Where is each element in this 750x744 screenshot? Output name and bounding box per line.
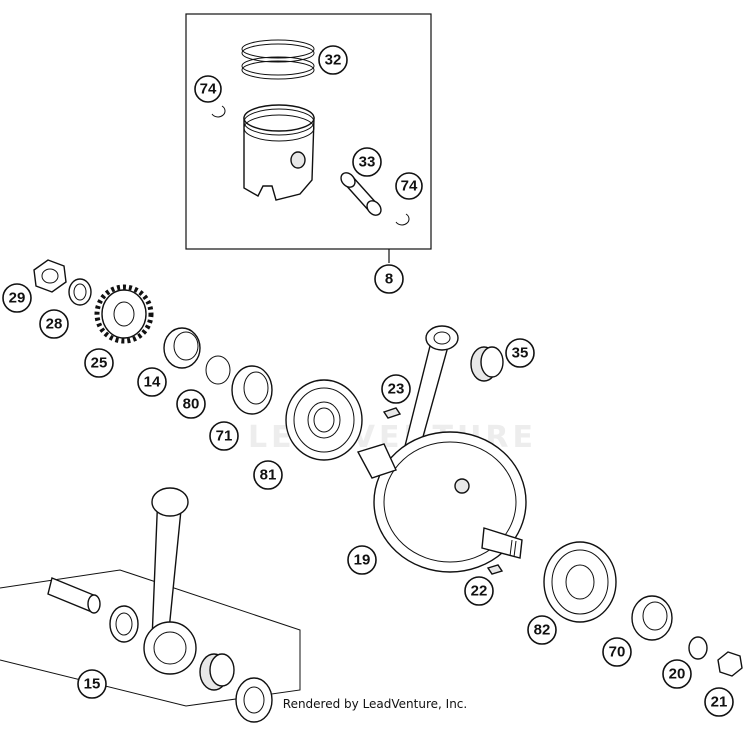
callout-80: 80 [176, 389, 206, 419]
svg-text:20: 20 [669, 666, 686, 683]
svg-text:32: 32 [325, 52, 342, 69]
piston [243, 104, 315, 201]
svg-text:15: 15 [84, 676, 101, 693]
footer-credit: Rendered by LeadVenture, Inc. [282, 697, 468, 711]
bearing-81 [285, 379, 363, 461]
svg-text:80: 80 [183, 396, 200, 413]
svg-text:19: 19 [354, 552, 371, 569]
key-22 [486, 564, 504, 575]
svg-text:74: 74 [200, 81, 217, 98]
callout-71: 71 [209, 421, 239, 451]
svg-text:14: 14 [144, 374, 161, 391]
callout-23: 23 [381, 374, 411, 404]
svg-text:25: 25 [91, 355, 108, 372]
callout-22: 22 [464, 576, 494, 606]
piston-rings [241, 39, 315, 80]
callout-74-left: 74 [194, 75, 222, 103]
seal-70 [631, 595, 673, 641]
seal-71 [231, 365, 273, 415]
svg-text:8: 8 [385, 271, 393, 288]
svg-text:33: 33 [359, 154, 376, 171]
callout-32: 32 [318, 45, 348, 75]
callout-35: 35 [505, 338, 535, 368]
svg-text:71: 71 [216, 428, 233, 445]
nut-21 [717, 651, 743, 677]
svg-text:74: 74 [401, 178, 418, 195]
svg-text:23: 23 [388, 381, 405, 398]
washer-28 [68, 278, 92, 306]
callout-21: 21 [704, 687, 734, 717]
callout-74-right: 74 [395, 172, 423, 200]
callout-33: 33 [352, 147, 382, 177]
callout-81: 81 [253, 460, 283, 490]
callout-28: 28 [39, 309, 69, 339]
callout-70: 70 [602, 637, 632, 667]
svg-text:82: 82 [534, 622, 551, 639]
circlip-right [395, 213, 410, 226]
callout-82: 82 [527, 615, 557, 645]
crankshaft-19 [356, 325, 527, 573]
o-ring-80 [205, 355, 231, 385]
svg-text:70: 70 [609, 644, 626, 661]
spacer-14 [163, 327, 201, 369]
svg-text:21: 21 [711, 694, 728, 711]
nut-29 [33, 259, 67, 293]
svg-text:35: 35 [512, 345, 529, 362]
circlip-left [211, 105, 226, 118]
callout-20: 20 [662, 659, 692, 689]
key-23 [382, 407, 402, 419]
gear-25 [94, 284, 154, 344]
callout-19: 19 [347, 545, 377, 575]
callout-8: 8 [374, 264, 404, 294]
svg-text:22: 22 [471, 583, 488, 600]
conrod-kit-15 [0, 487, 301, 723]
callout-29: 29 [2, 283, 32, 313]
needle-bearing-35 [470, 346, 504, 382]
callout-25: 25 [84, 348, 114, 378]
callout-14: 14 [137, 367, 167, 397]
piston-kit-box [185, 13, 432, 250]
svg-text:28: 28 [46, 316, 63, 333]
svg-text:29: 29 [9, 290, 26, 307]
washer-20 [688, 636, 708, 660]
callout-15: 15 [77, 669, 107, 699]
svg-text:81: 81 [260, 467, 277, 484]
piston-pin [340, 172, 382, 216]
bearing-82 [543, 541, 617, 623]
